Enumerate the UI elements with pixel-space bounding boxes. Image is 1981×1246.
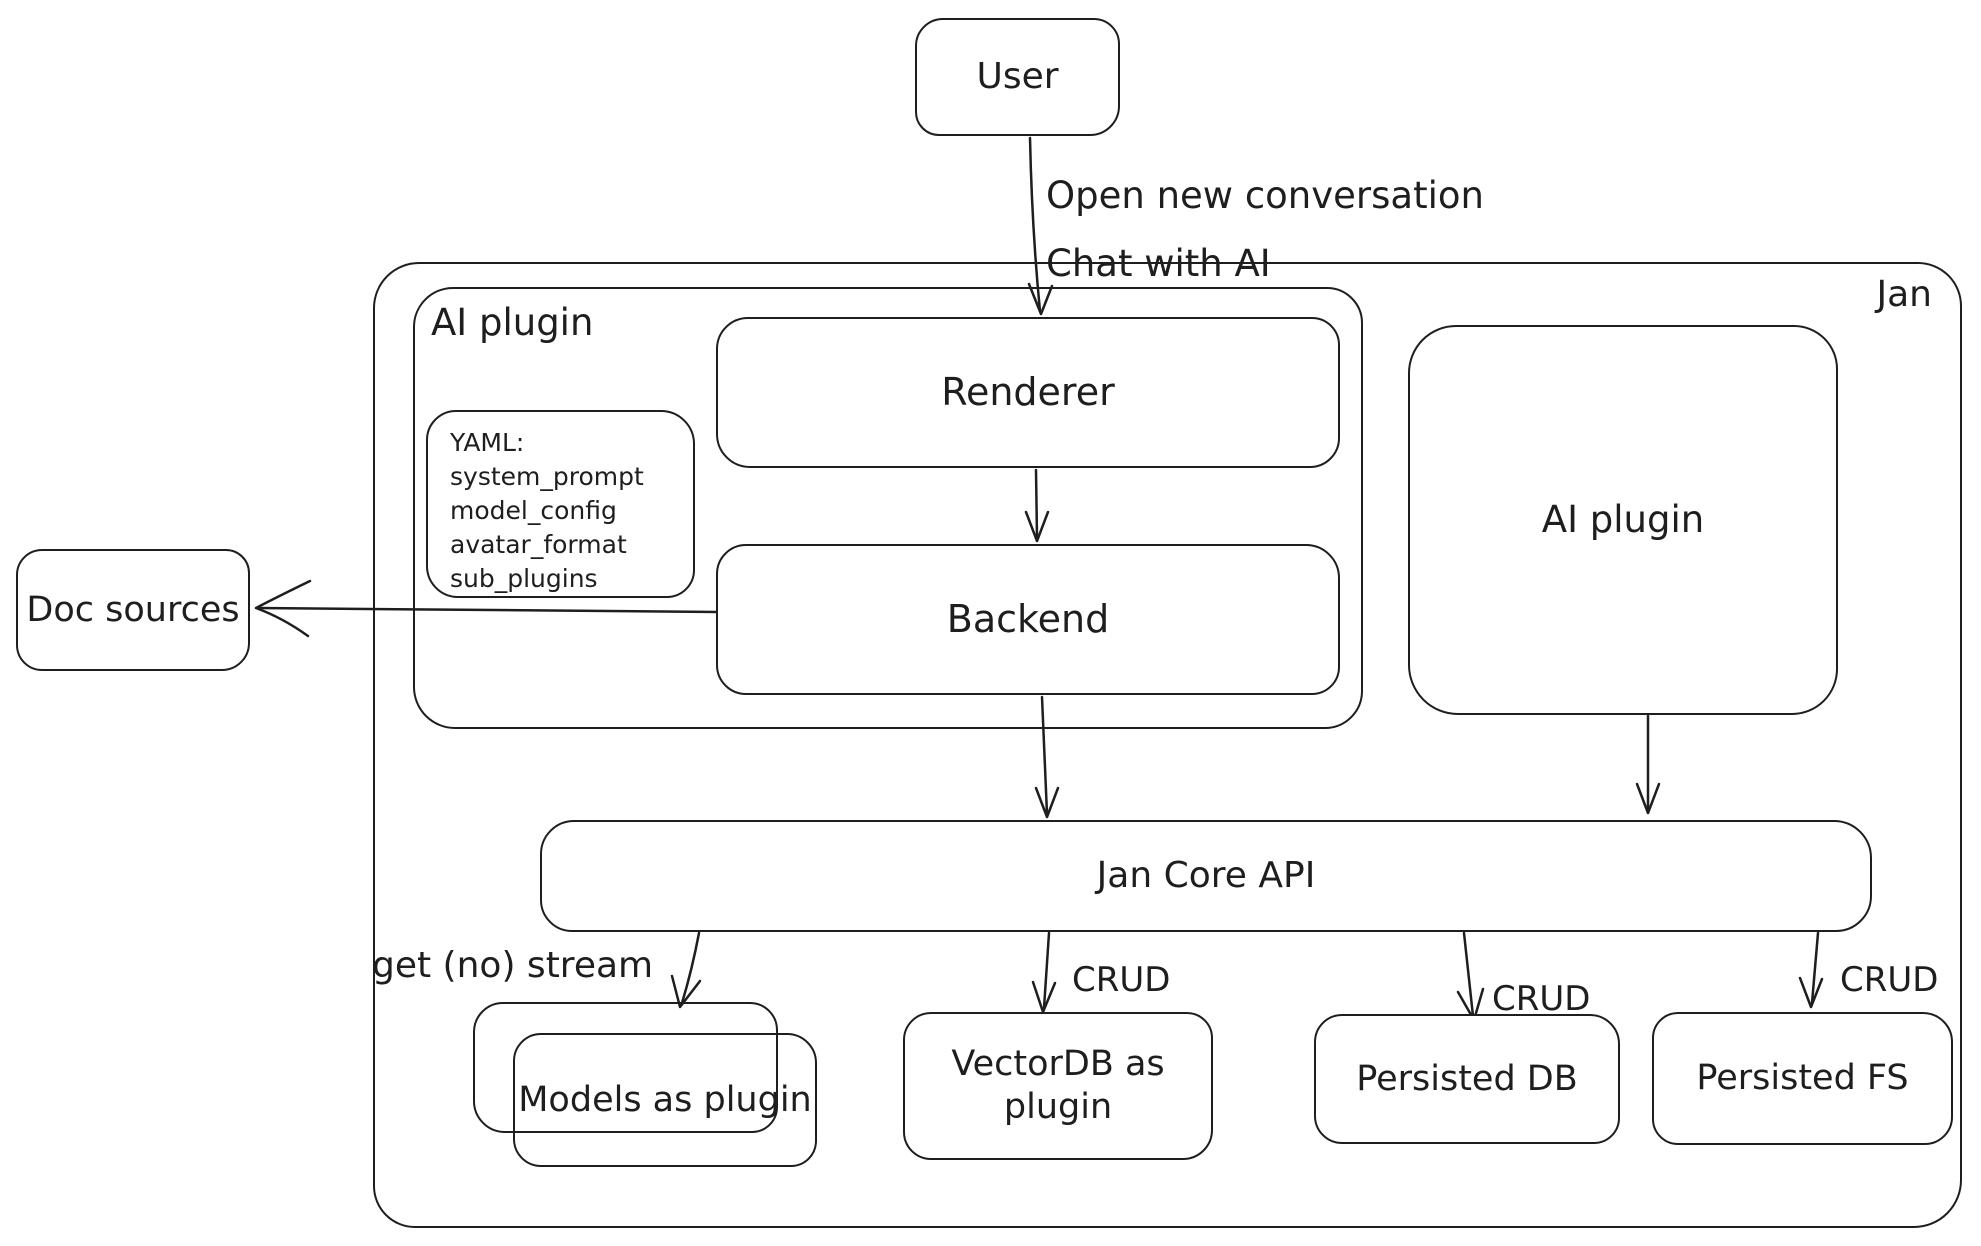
persisted-db-label: Persisted DB bbox=[1356, 1058, 1578, 1099]
jan-core-api-node-label: Jan Core API bbox=[1096, 855, 1316, 897]
ai-plugin-group-box: AI plugin bbox=[413, 287, 1363, 729]
jan-container-label: Jan bbox=[1876, 274, 1933, 315]
edge-label-user-to-renderer: Open new conversation Chat with AI bbox=[1046, 162, 1484, 298]
backend-node-label: Backend bbox=[946, 597, 1110, 642]
yaml-note: YAML: system_prompt model_config avatar_… bbox=[426, 410, 695, 598]
renderer-node: Renderer bbox=[716, 317, 1340, 468]
renderer-node-label: Renderer bbox=[941, 370, 1115, 415]
yaml-note-line: sub_plugins bbox=[450, 564, 598, 593]
vectordb-as-plugin-node: VectorDB as plugin bbox=[903, 1012, 1213, 1160]
yaml-note-title: YAML: bbox=[450, 428, 525, 457]
yaml-note-line: avatar_format bbox=[450, 530, 627, 559]
edge-label-crud-persisted-fs: CRUD bbox=[1840, 960, 1939, 1000]
ai-plugin-group-label: AI plugin bbox=[431, 301, 594, 344]
ai-plugin-node: AI plugin bbox=[1408, 325, 1838, 715]
edge-label-crud-vectordb: CRUD bbox=[1072, 960, 1171, 1000]
persisted-db-node: Persisted DB bbox=[1314, 1014, 1620, 1144]
yaml-note-line: system_prompt bbox=[450, 462, 644, 491]
edge-label-get-no-stream: get (no) stream bbox=[372, 945, 654, 986]
edge-label-open-new-conversation: Open new conversation bbox=[1046, 174, 1484, 217]
jan-container-box: Jan bbox=[373, 262, 1962, 1228]
persisted-fs-label: Persisted FS bbox=[1696, 1058, 1909, 1099]
models-as-plugin-node: Models as plugin bbox=[513, 1033, 817, 1167]
edge-label-chat-with-ai: Chat with AI bbox=[1046, 242, 1271, 285]
user-node: User bbox=[915, 18, 1120, 136]
user-node-label: User bbox=[976, 56, 1059, 98]
vectordb-as-plugin-label: VectorDB as plugin bbox=[951, 1044, 1165, 1127]
yaml-note-line: model_config bbox=[450, 496, 617, 525]
ai-plugin-node-label: AI plugin bbox=[1541, 498, 1705, 542]
models-as-plugin-label: Models as plugin bbox=[518, 1079, 812, 1120]
models-as-plugin-outer-box bbox=[473, 1002, 778, 1133]
backend-node: Backend bbox=[716, 544, 1340, 695]
persisted-fs-node: Persisted FS bbox=[1652, 1012, 1953, 1145]
doc-sources-node: Doc sources bbox=[16, 549, 250, 671]
edge-label-crud-persisted-db: CRUD bbox=[1492, 979, 1591, 1019]
doc-sources-node-label: Doc sources bbox=[26, 589, 240, 630]
jan-core-api-node: Jan Core API bbox=[540, 820, 1872, 932]
